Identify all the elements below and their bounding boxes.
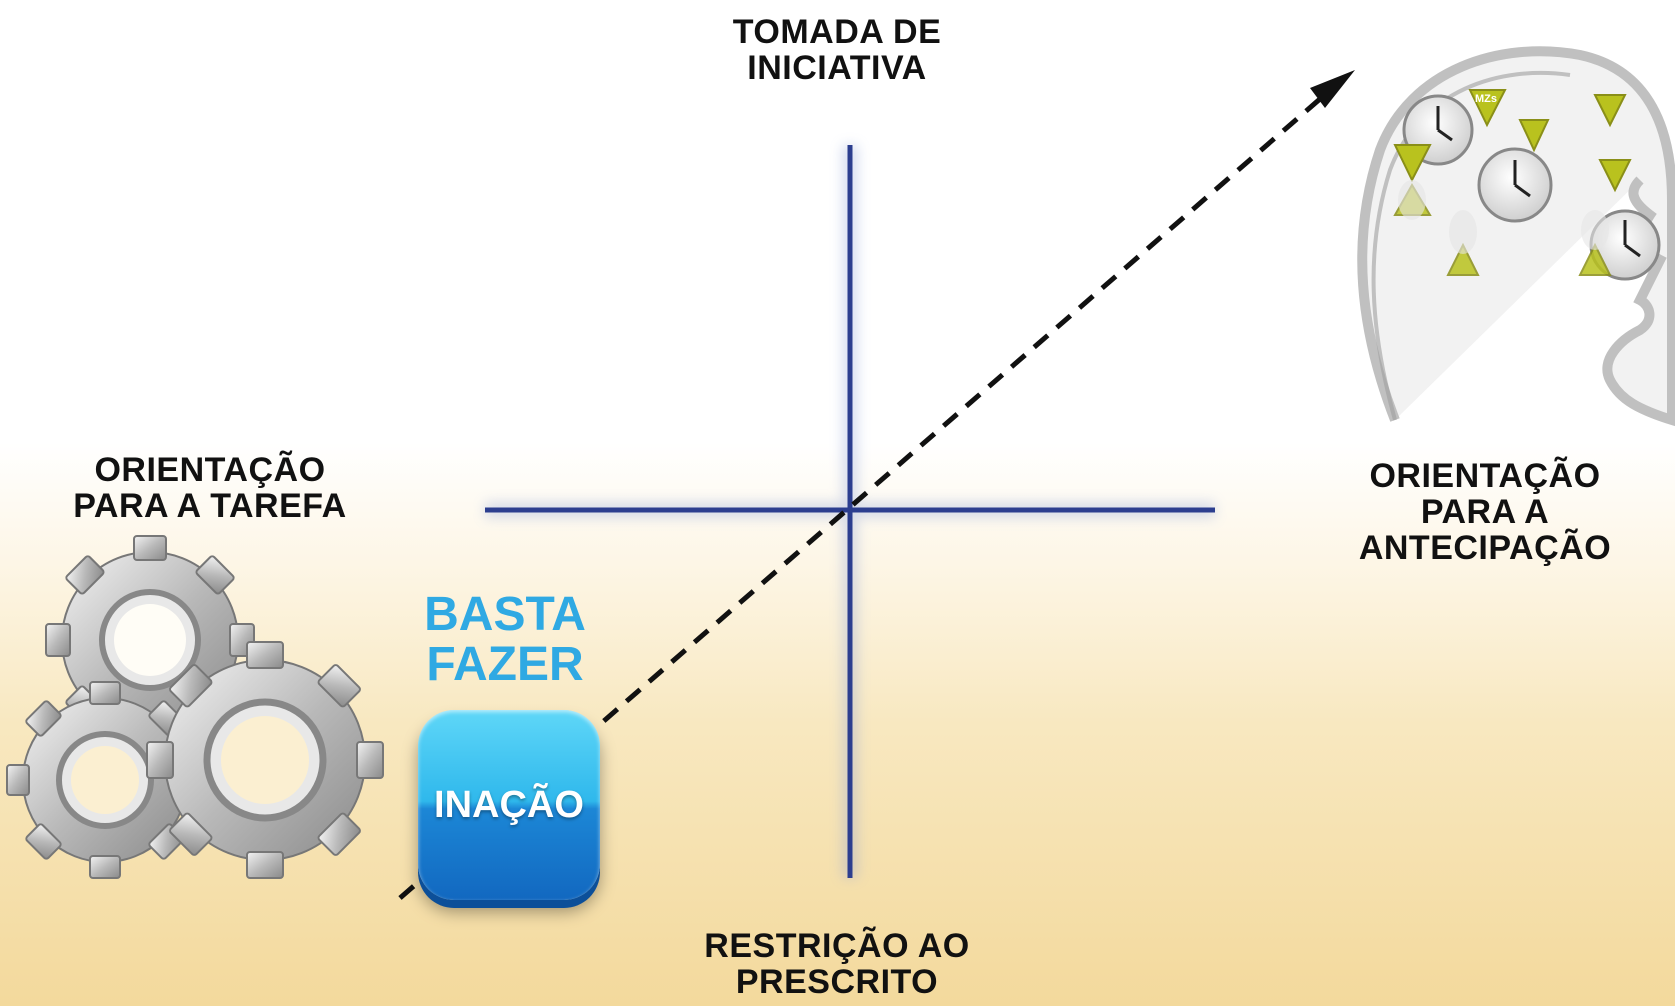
inacao-button[interactable]: INAÇÃO bbox=[418, 710, 600, 900]
basta-fazer-callout: BASTA FAZER bbox=[400, 590, 610, 690]
hourglass-label: MZs bbox=[1475, 93, 1497, 105]
head-with-clocks-and-hourglasses-icon: MZs bbox=[1357, 46, 1675, 427]
arrow-head-icon bbox=[1310, 70, 1355, 108]
axis-label-right-line3: ANTECIPAÇÃO bbox=[1358, 529, 1612, 567]
axis-label-bottom-line2: PRESCRITO bbox=[735, 963, 939, 1001]
callout-line2: FAZER bbox=[426, 638, 584, 691]
axis-label-top-line1: TOMADA DE bbox=[732, 13, 942, 51]
axis-label-right-line1: ORIENTAÇÃO bbox=[1369, 457, 1601, 495]
axis-label-top-line2: INICIATIVA bbox=[747, 49, 927, 87]
diagonal-dashed-arrow bbox=[398, 90, 1330, 900]
axis-label-bottom-line1: RESTRIÇÃO AO bbox=[704, 927, 970, 965]
gears-icon bbox=[6, 535, 384, 879]
axis-label-left: ORIENTAÇÃO PARA A TAREFA bbox=[30, 452, 390, 524]
axis-label-bottom: RESTRIÇÃO AO PRESCRITO bbox=[637, 928, 1037, 1000]
axis-label-right: ORIENTAÇÃO PARA A ANTECIPAÇÃO bbox=[1305, 458, 1665, 566]
axis-label-left-line1: ORIENTAÇÃO bbox=[94, 451, 326, 489]
axis-label-right-line2: PARA A bbox=[1420, 493, 1550, 531]
callout-line1: BASTA bbox=[424, 588, 586, 641]
inacao-button-label: INAÇÃO bbox=[434, 783, 584, 826]
axis-label-top: TOMADA DE INICIATIVA bbox=[637, 14, 1037, 86]
axis-label-left-line2: PARA A TAREFA bbox=[73, 487, 347, 525]
